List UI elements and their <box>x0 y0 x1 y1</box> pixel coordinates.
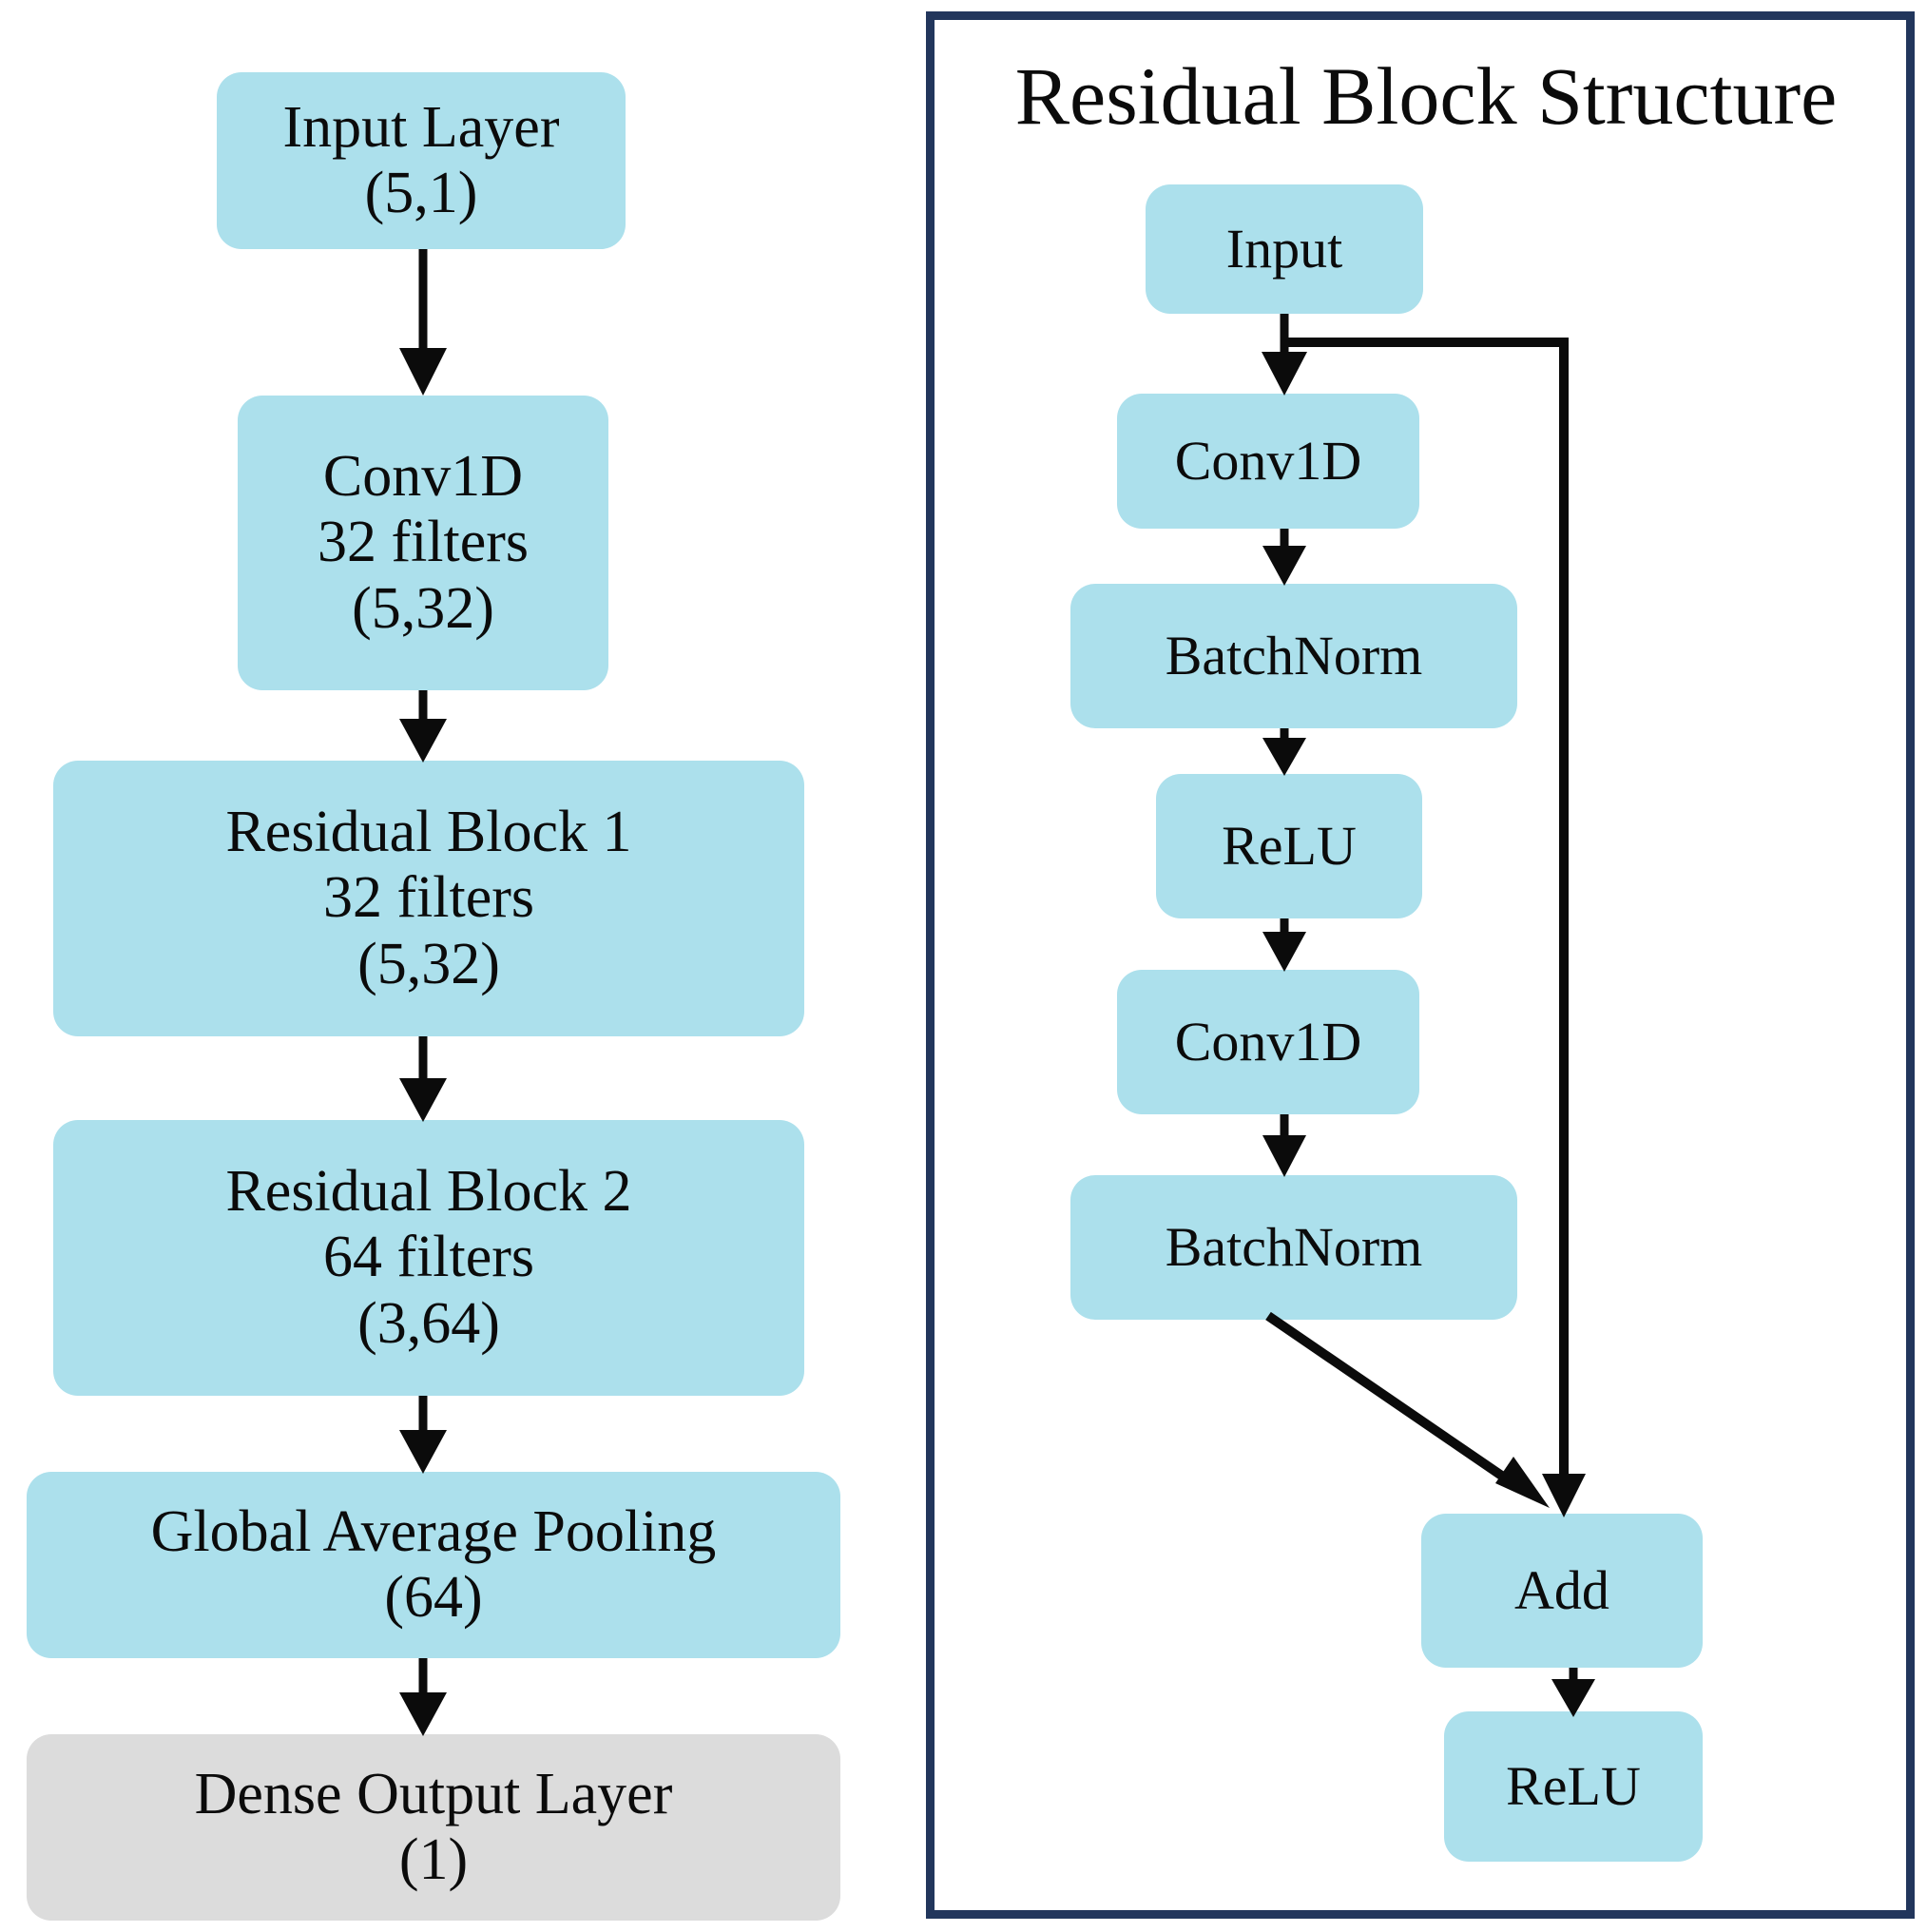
node-residual-block-1-line-2: (5,32) <box>357 931 500 996</box>
node-residual-block-2-line-2: (3,64) <box>357 1290 500 1356</box>
node-residual-block-2-line-0: Residual Block 2 <box>225 1158 632 1224</box>
edge-rb-conv1d-2-to-rb-batchnorm-2 <box>1246 1114 1322 1179</box>
node-dense-output-layer-line-1: (1) <box>398 1827 469 1892</box>
node-residual-block-1[interactable]: Residual Block 1 32 filters (5,32) <box>53 761 804 1036</box>
residual-block-panel <box>926 11 1915 1919</box>
node-conv1d[interactable]: Conv1D 32 filters (5,32) <box>238 396 608 690</box>
node-rb-conv1d-1-label: Conv1D <box>1174 429 1362 492</box>
edge-conv1d-to-residual-block-1 <box>385 690 461 764</box>
node-conv1d-line-0: Conv1D <box>322 443 524 509</box>
node-rb-batchnorm-2[interactable]: BatchNorm <box>1070 1175 1517 1320</box>
node-dense-output-layer[interactable]: Dense Output Layer (1) <box>27 1734 840 1921</box>
edge-rb-batchnorm-2-to-rb-add <box>1264 1311 1578 1521</box>
node-rb-relu-1[interactable]: ReLU <box>1156 774 1422 918</box>
edge-rb-add-to-rb-relu-2 <box>1535 1668 1611 1719</box>
node-residual-block-2-line-1: 64 filters <box>322 1225 535 1290</box>
edge-residual-block-2-to-global-average-pooling <box>385 1396 461 1476</box>
node-input-layer[interactable]: Input Layer (5,1) <box>217 72 626 249</box>
node-rb-relu-2[interactable]: ReLU <box>1444 1711 1703 1862</box>
node-rb-input-label: Input <box>1225 217 1343 280</box>
node-rb-add-label: Add <box>1514 1558 1609 1621</box>
node-rb-conv1d-2[interactable]: Conv1D <box>1117 970 1419 1114</box>
edge-input-layer-to-conv1d <box>385 249 461 399</box>
node-rb-relu-2-label: ReLU <box>1506 1754 1641 1817</box>
node-residual-block-1-line-1: 32 filters <box>322 865 535 931</box>
node-conv1d-line-2: (5,32) <box>352 575 494 641</box>
node-global-average-pooling[interactable]: Global Average Pooling (64) <box>27 1472 840 1658</box>
edge-residual-block-1-to-residual-block-2 <box>385 1036 461 1124</box>
node-rb-batchnorm-1-label: BatchNorm <box>1165 624 1423 686</box>
node-residual-block-2[interactable]: Residual Block 2 64 filters (3,64) <box>53 1120 804 1396</box>
edge-global-average-pooling-to-dense-output-layer <box>385 1658 461 1738</box>
node-conv1d-line-1: 32 filters <box>317 510 530 575</box>
node-input-layer-line-1: (5,1) <box>364 161 478 225</box>
node-rb-conv1d-1[interactable]: Conv1D <box>1117 394 1419 529</box>
residual-block-panel-title: Residual Block Structure <box>1014 50 1838 142</box>
node-rb-conv1d-2-label: Conv1D <box>1174 1010 1362 1072</box>
edge-rb-batchnorm-1-to-rb-relu-1 <box>1246 728 1322 778</box>
edge-rb-relu-1-to-rb-conv1d-2 <box>1246 918 1322 974</box>
node-rb-batchnorm-1[interactable]: BatchNorm <box>1070 584 1517 728</box>
node-input-layer-line-0: Input Layer <box>282 94 560 160</box>
node-global-average-pooling-line-0: Global Average Pooling <box>150 1498 717 1564</box>
node-rb-relu-1-label: ReLU <box>1222 814 1357 877</box>
node-rb-input[interactable]: Input <box>1146 184 1423 314</box>
edge-rb-conv1d-1-to-rb-batchnorm-1 <box>1246 529 1322 588</box>
node-rb-add[interactable]: Add <box>1421 1514 1703 1668</box>
node-global-average-pooling-line-1: (64) <box>384 1565 483 1630</box>
node-rb-batchnorm-2-label: BatchNorm <box>1165 1215 1423 1278</box>
edge-skip-connection-input-to-add <box>1260 335 1602 1523</box>
node-dense-output-layer-line-0: Dense Output Layer <box>194 1761 673 1826</box>
node-residual-block-1-line-0: Residual Block 1 <box>225 799 632 864</box>
